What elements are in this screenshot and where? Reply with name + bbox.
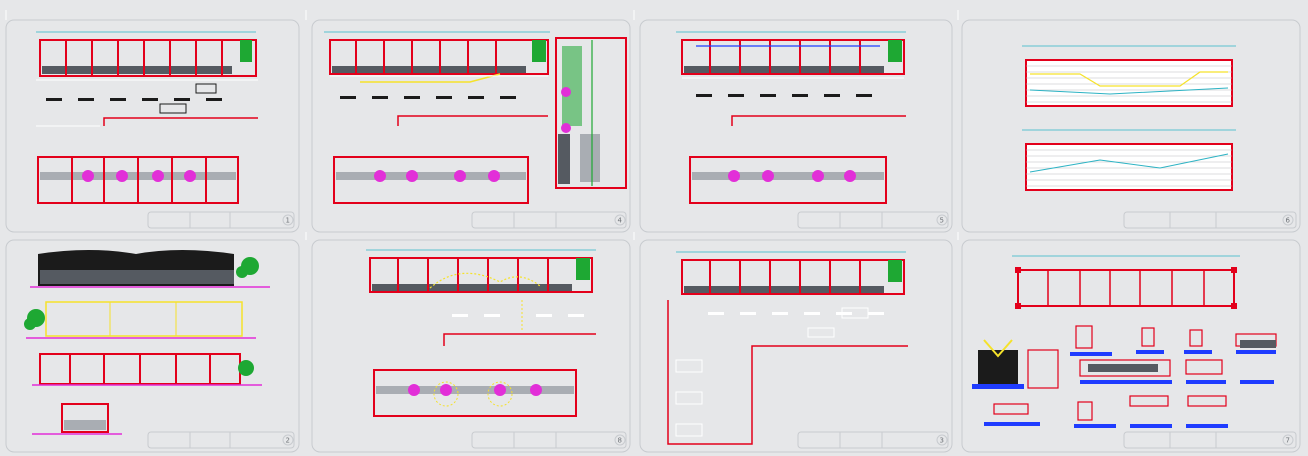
parking-stalls [675,359,703,437]
car-symbol [195,83,217,94]
foundation-plan [1015,267,1237,309]
site-plan [667,251,908,445]
lighting-plan [366,249,596,417]
frame-site [639,239,953,453]
section-elevation [32,353,262,386]
crop-marks [5,10,959,240]
roof-lower [1025,143,1233,191]
detail-grid [1070,325,1277,428]
title-block-3 [797,431,949,449]
frame-roof [961,19,1301,233]
sheet-number-1: 1 [286,217,290,225]
frame-elevations [5,239,300,453]
sheet-number-7: 7 [1286,437,1290,445]
title-block-7 [1123,431,1297,449]
sheet-number-6: 6 [1286,217,1291,225]
title-block-8 [471,431,627,449]
frame-plumbing [639,19,953,233]
frame-foundation [961,239,1301,453]
roof-upper [1025,59,1233,107]
site-parking [807,327,835,338]
parking-box [159,103,187,114]
ground-floor-plan [36,31,258,204]
elevations-sections [24,250,270,435]
sheet-number-2: 2 [286,437,290,445]
frame-ground-floor [5,19,300,233]
roof-plan [1022,45,1236,191]
frame-electrical [311,19,631,233]
sheet-number-8: 8 [618,437,622,445]
foundation-details [972,255,1277,428]
stair-block [240,40,252,62]
title-block-2 [147,431,295,449]
small-section [32,403,122,435]
sheet-frames [5,19,1301,453]
floor-hatch [42,66,232,74]
front-elevation [30,250,270,288]
sheet-number-4: 4 [618,217,623,225]
side-section [555,37,627,189]
plan-upper [39,39,257,77]
title-blocks [147,211,1297,449]
title-block-4 [471,211,627,229]
plan-lower [37,156,239,204]
side-elevation [24,301,256,339]
footing-detail-large [972,339,1059,426]
title-block-6 [1123,211,1297,229]
sheet-number-5: 5 [940,217,944,225]
electrical-plan [324,31,627,204]
building-outline [39,39,257,77]
sheet-number-3: 3 [940,437,944,445]
street [36,79,258,127]
title-block-5 [797,211,949,229]
frame-lighting [311,239,631,453]
wall-partitions [65,40,223,76]
lane-dashes [46,98,222,101]
plumbing-plan [676,31,906,204]
site-car [841,307,869,319]
title-block-1 [147,211,295,229]
